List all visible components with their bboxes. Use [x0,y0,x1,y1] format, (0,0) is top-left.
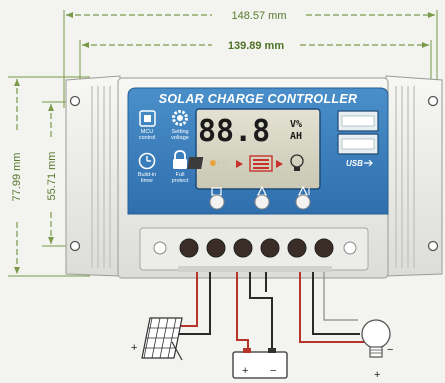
lcd-digits: 88.8 [198,114,270,149]
terminal-battery-minus [260,238,280,258]
solar-plus-label: + [131,342,137,354]
battery-minus-label: − [270,365,276,377]
load-minus-label: − [387,344,393,356]
menu-button[interactable] [209,194,225,210]
svg-text:timer: timer [141,178,153,184]
up-button[interactable] [254,194,270,210]
mcu-control-icon: MCU control [139,110,156,141]
lcd-display: 88.8 V% AH [187,108,321,190]
usb-ports: USB [337,110,379,168]
terminal-block [139,227,369,272]
timer-clock-icon: Build-in timer [138,152,156,184]
lock-protect-icon: Full protect [172,150,189,184]
terminal-battery-plus [233,238,253,258]
lcd-solar-icon [187,156,230,170]
mount-hole-top-left [69,95,81,107]
lcd-arrow-2-icon [276,160,283,168]
lcd-units-bottom: AH [290,131,302,142]
battery-plus-label: + [242,365,248,377]
dimension-outer-width: 148.57 mm [63,10,438,108]
outer-width-label: 148.57 mm [231,10,286,22]
usb-symbol-icon [364,159,373,167]
light-bulb-icon: − + [361,319,393,381]
terminal-load-minus [314,238,334,258]
wiring [170,272,368,352]
mount-hole-bottom-left [69,240,81,252]
terminal-solar-minus [206,238,226,258]
lcd-battery-icon [249,155,273,172]
svg-text:voltage: voltage [171,135,189,141]
svg-text:Full: Full [176,172,185,178]
svg-text:control: control [139,135,156,141]
lcd-bulb-icon [290,154,304,171]
button-row [209,185,311,210]
lcd-units-top: V% [290,119,302,130]
lcd-arrow-1-icon [236,160,243,168]
mount-hole-top-right [427,95,439,107]
inner-height-label: 55.71 mm [46,152,58,201]
dimension-inner-width: 139.89 mm [79,40,432,95]
terminal-load-plus [287,238,307,258]
load-plus-label: + [374,369,380,381]
down-button[interactable] [295,194,311,210]
inner-width-label: 139.89 mm [228,40,284,52]
settings-gear-icon: Setting voltage [171,110,189,141]
svg-text:MCU: MCU [141,129,154,135]
panel-title: SOLAR CHARGE CONTROLLER [159,92,358,106]
terminal-solar-plus [179,238,199,258]
usb-label: USB [346,159,363,168]
dimension-outer-height: 77.99 mm [8,76,90,277]
outer-height-label: 77.99 mm [11,153,23,202]
mount-hole-bottom-right [427,240,439,252]
svg-text:Build-in: Build-in [138,172,156,178]
svg-text:Setting: Setting [171,129,188,135]
svg-text:protect: protect [172,178,189,184]
battery-icon: + − [232,348,288,379]
solar-panel-icon: + [131,317,183,361]
